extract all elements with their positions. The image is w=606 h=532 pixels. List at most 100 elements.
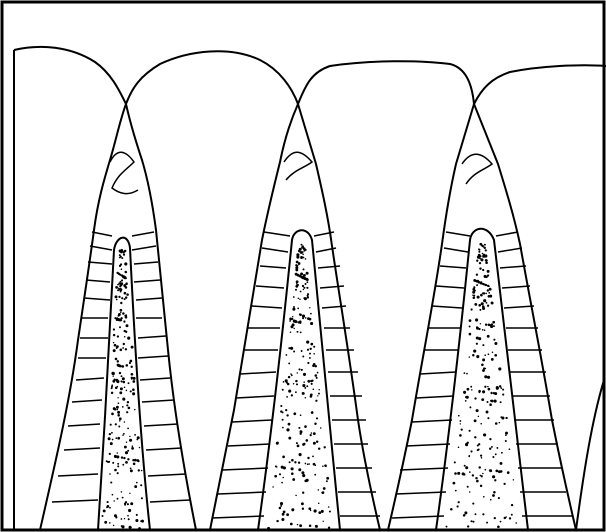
stipple-dot <box>126 442 127 443</box>
stipple-dot <box>116 317 118 319</box>
stipple-dot <box>515 522 517 524</box>
stipple-dot <box>119 265 121 267</box>
stipple-dot <box>491 302 494 305</box>
stipple-dot <box>308 463 310 465</box>
stipple-dot <box>117 463 119 465</box>
stipple-dot <box>476 355 479 358</box>
stipple-dot <box>473 350 476 353</box>
stipple-dot <box>295 285 298 288</box>
stipple-dot <box>472 521 474 523</box>
stipple-dot <box>484 329 486 331</box>
stipple-dot <box>120 312 121 313</box>
stipple-dot <box>314 474 316 476</box>
stipple-dot <box>111 372 114 375</box>
stipple-dot <box>482 390 485 393</box>
stipple-dot <box>116 406 119 409</box>
stipple-dot <box>494 400 497 403</box>
stipple-dot <box>122 406 124 408</box>
stipple-dot <box>469 406 471 408</box>
stipple-dot <box>121 375 123 377</box>
stipple-dot <box>129 439 132 442</box>
stipple-dot <box>497 525 500 528</box>
stipple-dot <box>124 262 127 265</box>
stipple-dot <box>509 448 511 450</box>
stipple-dot <box>302 315 305 318</box>
stipple-dot <box>479 309 481 311</box>
stipple-dot <box>122 381 125 384</box>
stipple-dot <box>489 288 492 291</box>
stipple-dot <box>117 411 120 414</box>
stipple-dot <box>282 419 284 421</box>
stipple-dot <box>476 284 478 286</box>
stipple-dot <box>121 297 123 299</box>
stipple-dot <box>505 434 507 436</box>
stipple-dot <box>480 258 483 261</box>
stipple-dot <box>306 272 309 275</box>
stipple-dot <box>489 295 492 298</box>
stipple-dot <box>132 392 135 395</box>
stipple-dot <box>138 527 141 530</box>
stipple-dot <box>478 392 480 394</box>
stipple-dot <box>315 374 318 377</box>
stipple-dot <box>485 255 487 257</box>
stipple-dot <box>464 372 466 374</box>
stipple-dot <box>486 302 488 304</box>
stipple-dot <box>306 341 309 344</box>
stipple-dot <box>267 527 270 530</box>
stipple-dot <box>300 414 302 416</box>
stipple-dot <box>502 394 504 396</box>
stipple-dot <box>313 363 316 366</box>
stipple-dot <box>118 402 120 404</box>
stipple-dot <box>279 473 281 475</box>
stipple-dot <box>478 443 480 445</box>
stipple-dot <box>121 518 123 520</box>
stipple-dot <box>272 486 273 487</box>
stipple-dot <box>303 373 306 376</box>
stipple-dot <box>128 509 131 512</box>
stipple-dot <box>302 356 304 358</box>
stipple-dot <box>477 480 479 482</box>
stipple-dot <box>318 389 319 390</box>
stipple-dot <box>328 527 330 529</box>
stipple-dot <box>303 287 305 289</box>
stipple-dot <box>300 331 302 333</box>
stipple-dot <box>490 392 492 394</box>
stipple-dot <box>121 456 123 458</box>
stipple-dot <box>127 458 129 460</box>
stipple-dot <box>500 401 502 403</box>
stipple-dot <box>124 336 126 338</box>
stipple-dot <box>458 415 460 417</box>
stipple-dot <box>113 328 115 330</box>
stipple-dot <box>326 477 329 480</box>
stipple-dot <box>293 412 296 415</box>
stipple-dot <box>472 291 475 294</box>
stipple-dot <box>467 486 469 488</box>
stipple-dot <box>116 455 119 458</box>
stipple-dot <box>300 256 303 259</box>
stipple-dot <box>295 391 297 393</box>
stipple-dot <box>112 375 113 376</box>
stipple-dot <box>485 261 488 264</box>
stipple-dot <box>315 525 318 528</box>
stipple-dot <box>297 308 299 310</box>
stipple-dot <box>293 296 295 298</box>
stipple-dot <box>131 346 134 349</box>
stipple-dot <box>488 292 490 294</box>
stipple-dot <box>109 507 111 509</box>
stipple-dot <box>109 453 111 455</box>
stipple-dot <box>298 427 300 429</box>
stipple-dot <box>120 309 123 312</box>
stipple-dot <box>291 508 294 511</box>
stipple-dot <box>301 502 304 505</box>
stipple-dot <box>301 471 304 474</box>
stipple-dot <box>482 307 485 310</box>
stipple-dot <box>489 403 492 406</box>
stipple-dot <box>511 504 513 506</box>
stipple-dot <box>482 269 484 271</box>
stipple-dot <box>457 472 460 475</box>
stipple-dot <box>484 244 486 246</box>
stipple-dot <box>455 490 457 492</box>
stipple-dot <box>492 494 495 497</box>
stipple-dot <box>130 469 133 472</box>
